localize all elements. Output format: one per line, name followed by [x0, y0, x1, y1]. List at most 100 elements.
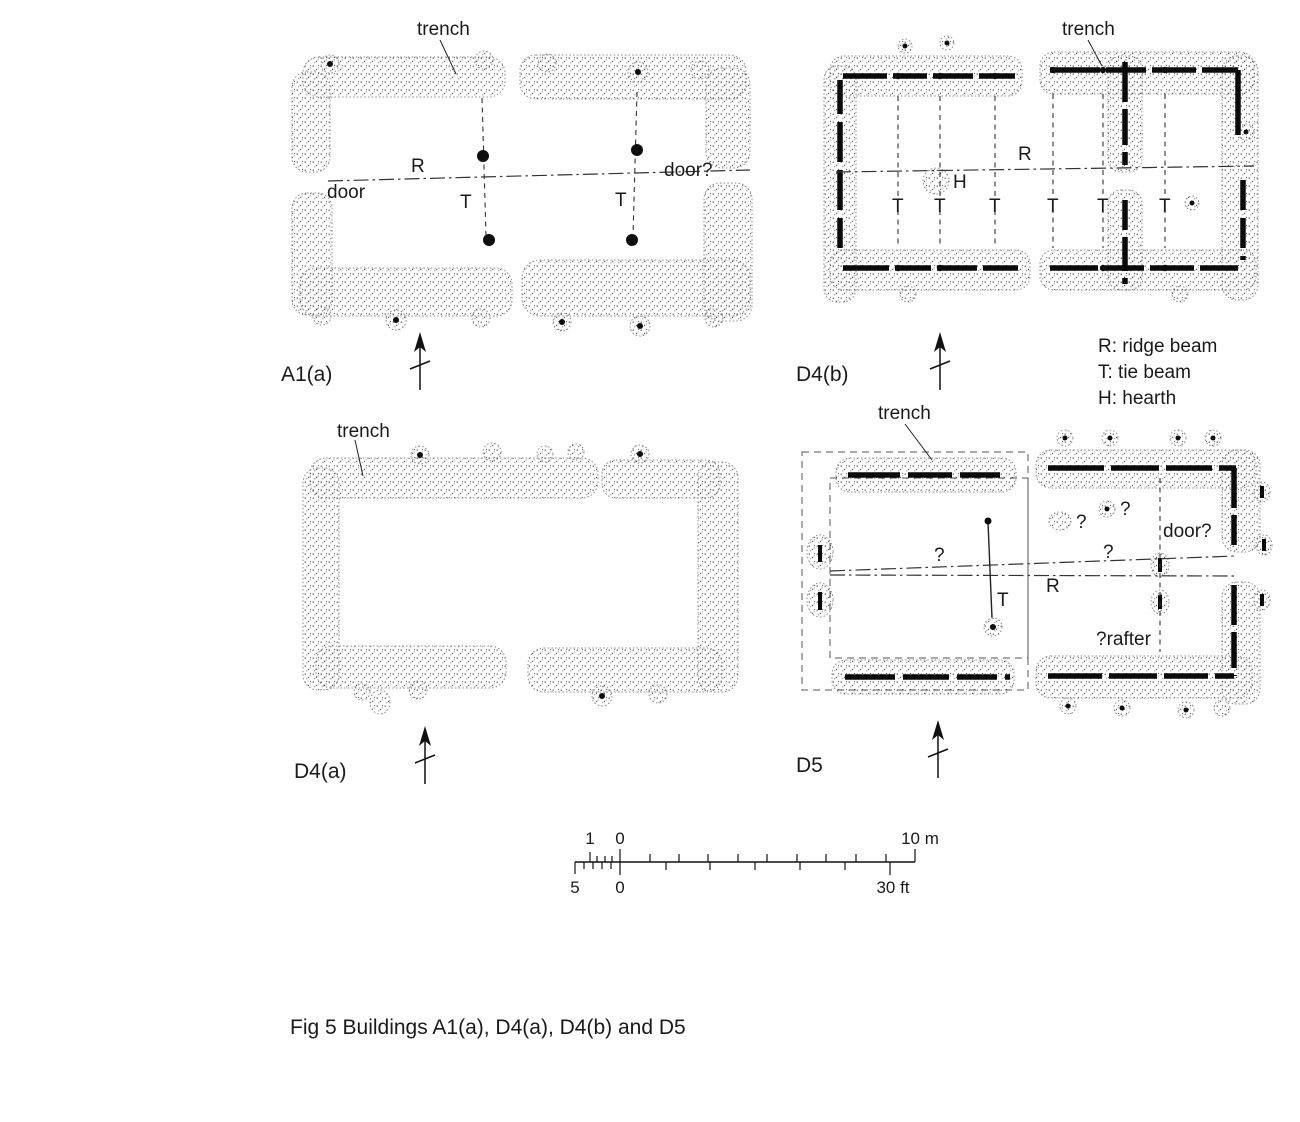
scale-metric-max: 10 m	[901, 829, 939, 848]
posthole	[1048, 511, 1072, 531]
ridge-beam-line	[829, 555, 1237, 572]
post-dot	[894, 72, 902, 80]
d4b-tie-label: T	[892, 196, 904, 217]
a1a-ridge-label: R	[411, 156, 425, 177]
d5-door-q-label: door?	[1163, 521, 1212, 542]
ridge-beam-line	[835, 165, 1255, 173]
post-dot	[1049, 66, 1057, 74]
north-arrow-icon	[409, 332, 431, 390]
posthole	[690, 60, 710, 80]
d4b-tie-label: T	[1047, 196, 1059, 217]
posthole	[1213, 699, 1231, 717]
legend-ridge: R: ridge beam	[1098, 336, 1217, 357]
trench-band	[1221, 55, 1259, 301]
building-d4a: trench D4(a)	[294, 421, 739, 784]
post-dot	[984, 517, 992, 525]
scale-imperial-max: 30 ft	[876, 878, 909, 897]
d4b-hearth-label: H	[953, 172, 967, 193]
posthole-dot	[1062, 435, 1068, 441]
d5-name: D5	[796, 754, 823, 777]
north-arrow-icon	[927, 720, 949, 778]
d5-question-label: ?	[1103, 542, 1114, 563]
posthole-dot	[1104, 506, 1110, 512]
d4b-tie-label: T	[989, 196, 1001, 217]
a1a-trench-label: trench	[417, 19, 470, 40]
d5-trench-label: trench	[878, 403, 931, 424]
d5-rafter-label: ?rafter	[1096, 629, 1152, 650]
posthole	[648, 684, 668, 704]
posthole	[474, 50, 494, 70]
posthole-dot	[1065, 703, 1071, 709]
figure-caption: Fig 5 Buildings A1(a), D4(a), D4(b) and …	[290, 1016, 686, 1039]
posthole	[312, 306, 332, 326]
d4b-ridge-label: R	[1018, 144, 1032, 165]
post-dot	[477, 150, 489, 162]
posthole-dot	[637, 323, 643, 329]
trench-band	[302, 467, 340, 691]
posthole-dot	[1119, 705, 1125, 711]
scale-metric-one: 1	[585, 829, 594, 848]
trench-band	[705, 67, 751, 169]
posthole-dot	[990, 624, 996, 630]
d4a-name: D4(a)	[294, 760, 347, 783]
building-a1a: trench R door door? T T A1(a)	[281, 19, 753, 390]
d4a-trench-label: trench	[337, 421, 390, 442]
trench-band	[315, 645, 507, 689]
post-dot	[631, 144, 643, 156]
scale-ticks-metric	[589, 849, 916, 862]
post-dot	[626, 234, 638, 246]
d5-question-label: ?	[1120, 499, 1131, 520]
trench-band	[309, 457, 599, 499]
label-leader-line	[904, 423, 933, 461]
post-dot	[991, 72, 999, 80]
tie-beam-line	[987, 521, 993, 619]
trench-band	[1039, 249, 1257, 291]
posthole	[536, 445, 554, 463]
legend-tie: T: tie beam	[1098, 362, 1191, 383]
a1a-door-label: door	[327, 182, 366, 203]
posthole	[567, 443, 585, 461]
scale-imperial-zero: 0	[615, 878, 624, 897]
post-dot	[894, 264, 902, 272]
building-d4b: trench R H T T T T T T D4(b)	[796, 19, 1259, 390]
trench-band	[291, 71, 331, 173]
trench-band	[601, 459, 721, 499]
label-leader-line	[1087, 39, 1103, 67]
posthole-dot	[1175, 435, 1181, 441]
posthole-dot	[1183, 707, 1189, 713]
scale-bar: 1 0 10 m 5 0 30 ft	[570, 829, 939, 897]
posthole-dot	[902, 43, 908, 49]
posthole	[704, 308, 724, 328]
north-arrow-icon	[414, 726, 436, 784]
ridge-beam-line	[327, 169, 751, 182]
post-dot	[1099, 66, 1107, 74]
posthole-dot	[635, 69, 641, 75]
hearth	[922, 167, 950, 195]
post-dot	[483, 234, 495, 246]
a1a-name: A1(a)	[281, 363, 332, 386]
posthole	[408, 680, 428, 700]
label-leader-line	[354, 439, 364, 477]
posthole-dot	[944, 40, 950, 46]
label-leader-line	[439, 39, 457, 75]
trench-band	[521, 259, 751, 317]
tie-beam-line	[481, 97, 487, 237]
d5-question-label: ?	[1076, 512, 1087, 533]
north-arrow-icon	[929, 332, 951, 390]
posthole	[471, 308, 491, 328]
scale-ticks-imperial	[574, 862, 891, 875]
building-d5: trench ? ? ? ? door? R T ?rafter D5	[796, 403, 1273, 778]
legend: R: ridge beam T: tie beam H: hearth	[1098, 336, 1217, 409]
posthole-dot	[1189, 200, 1195, 206]
a1a-tie-label: T	[460, 192, 472, 213]
posthole	[899, 285, 917, 303]
posthole	[537, 53, 557, 73]
posthole-dot	[417, 452, 423, 458]
a1a-tie-label: T	[615, 190, 627, 211]
d5-question-label: ?	[934, 545, 945, 566]
posthole-dot	[393, 317, 399, 323]
posthole-dot	[637, 451, 643, 457]
post-dot	[1161, 264, 1169, 272]
legend-hearth: H: hearth	[1098, 388, 1176, 409]
